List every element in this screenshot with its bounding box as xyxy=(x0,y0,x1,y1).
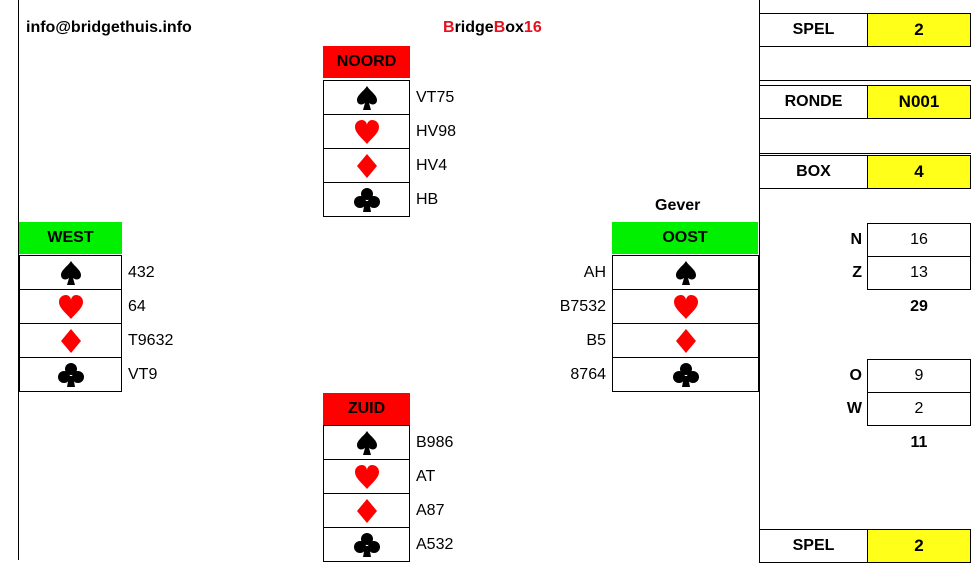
seat-north: NOORD xyxy=(323,46,410,78)
o-points-label: O xyxy=(849,367,862,384)
spade-icon xyxy=(60,260,81,285)
dealer-label: Gever xyxy=(655,197,701,214)
north-clubs: HB xyxy=(416,191,439,208)
west-heart-cell xyxy=(19,289,122,324)
diamond-icon xyxy=(356,153,377,178)
south-hearts: AT xyxy=(416,468,436,485)
east-diamond-cell xyxy=(612,323,759,358)
title-part: ridge xyxy=(454,19,494,36)
club-icon xyxy=(353,532,380,557)
east-clubs: 8764 xyxy=(570,366,606,383)
east-spade-cell xyxy=(612,255,759,290)
w-points-value: 2 xyxy=(867,392,971,426)
title-part: 16 xyxy=(523,19,542,36)
west-diamonds: T9632 xyxy=(128,332,174,349)
south-diamonds: A87 xyxy=(416,502,445,519)
south-clubs: A532 xyxy=(416,536,454,553)
club-icon xyxy=(57,362,84,387)
spel-bottom-value: 2 xyxy=(867,529,971,563)
spade-icon xyxy=(675,260,696,285)
north-club-cell xyxy=(323,182,410,217)
spel-value: 2 xyxy=(867,13,971,47)
ns-points-total: 29 xyxy=(910,298,928,315)
left-border-line xyxy=(18,0,19,560)
ronde-label: RONDE xyxy=(759,85,868,119)
title-part: B xyxy=(443,19,455,36)
z-points-value: 13 xyxy=(867,256,971,290)
north-hearts: HV98 xyxy=(416,123,457,140)
seat-west: WEST xyxy=(19,222,122,254)
heart-icon xyxy=(58,294,83,319)
row-divider xyxy=(759,153,971,154)
west-spades: 432 xyxy=(128,264,155,281)
contact-email: info@bridgethuis.info xyxy=(26,19,192,36)
n-points-value: 16 xyxy=(867,223,971,257)
east-heart-cell xyxy=(612,289,759,324)
north-diamonds: HV4 xyxy=(416,157,448,174)
row-divider xyxy=(759,80,971,81)
south-club-cell xyxy=(323,527,410,562)
w-points-label: W xyxy=(846,400,862,417)
north-diamond-cell xyxy=(323,148,410,183)
club-icon xyxy=(672,362,699,387)
panel-border-line xyxy=(759,0,760,560)
west-hearts: 64 xyxy=(128,298,146,315)
app-title: BridgeBox16 xyxy=(443,19,542,37)
title-part: ox xyxy=(505,19,524,36)
north-spade-cell xyxy=(323,80,410,115)
west-club-cell xyxy=(19,357,122,392)
east-spades: AH xyxy=(583,264,606,281)
title-part: B xyxy=(493,19,506,36)
south-spades: B986 xyxy=(416,434,454,451)
east-hearts: B7532 xyxy=(559,298,606,315)
west-diamond-cell xyxy=(19,323,122,358)
n-points-label: N xyxy=(850,231,862,248)
z-points-label: Z xyxy=(852,264,862,281)
box-value: 4 xyxy=(867,155,971,189)
box-label: BOX xyxy=(759,155,868,189)
heart-icon xyxy=(354,119,379,144)
north-heart-cell xyxy=(323,114,410,149)
east-club-cell xyxy=(612,357,759,392)
south-diamond-cell xyxy=(323,493,410,528)
ow-points-total: 11 xyxy=(910,434,928,451)
north-spades: VT75 xyxy=(416,89,455,106)
club-icon xyxy=(353,187,380,212)
diamond-icon xyxy=(356,498,377,523)
west-spade-cell xyxy=(19,255,122,290)
seat-south: ZUID xyxy=(323,393,410,425)
spel-label: SPEL xyxy=(759,13,868,47)
diamond-icon xyxy=(60,328,81,353)
ronde-value: N001 xyxy=(867,85,971,119)
south-heart-cell xyxy=(323,459,410,494)
heart-icon xyxy=(673,294,698,319)
spade-icon xyxy=(356,430,377,455)
south-spade-cell xyxy=(323,425,410,460)
heart-icon xyxy=(354,464,379,489)
west-clubs: VT9 xyxy=(128,366,158,383)
o-points-value: 9 xyxy=(867,359,971,393)
seat-east: OOST xyxy=(612,222,758,254)
diamond-icon xyxy=(675,328,696,353)
spel-bottom-label: SPEL xyxy=(759,529,868,563)
spade-icon xyxy=(356,85,377,110)
east-diamonds: B5 xyxy=(586,332,606,349)
